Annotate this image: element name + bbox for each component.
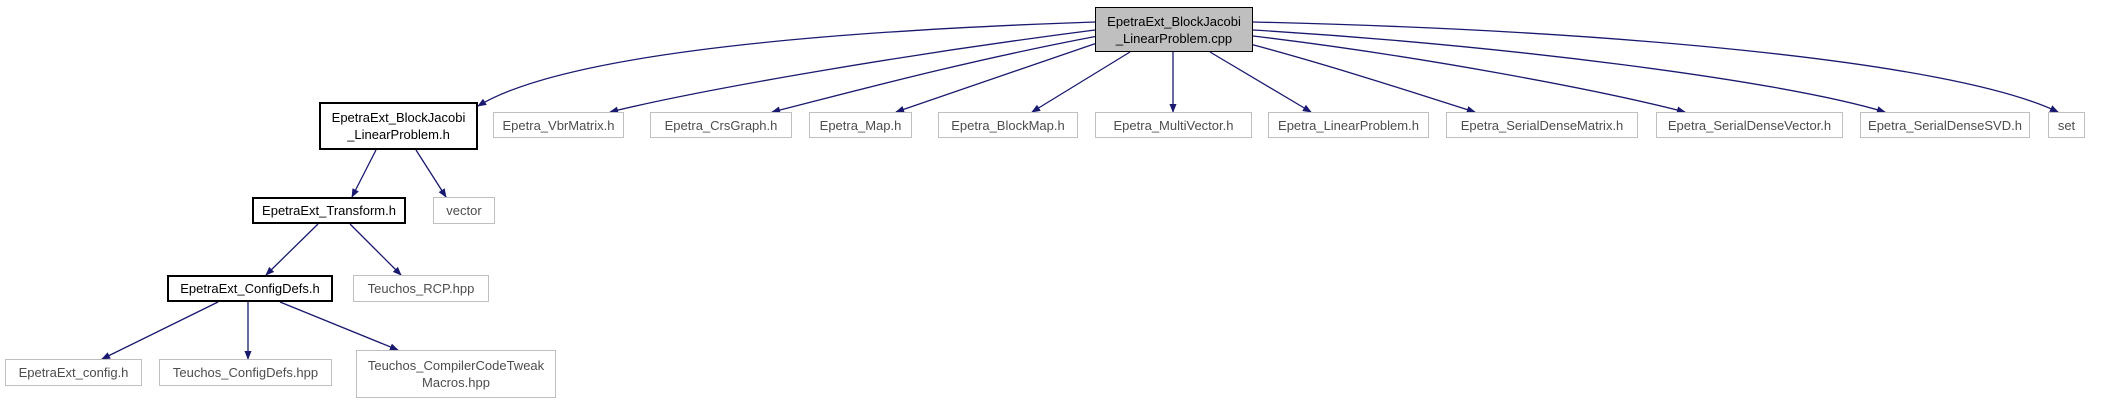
node-vbrmatrix-label: Epetra_VbrMatrix.h — [502, 117, 615, 133]
node-root-line1: EpetraExt_BlockJacobi — [1107, 13, 1241, 29]
node-linearproblem[interactable]: Epetra_LinearProblem.h — [1268, 112, 1429, 138]
edge-configdefs-to-config-h — [101, 301, 219, 360]
node-serialdensevector[interactable]: Epetra_SerialDenseVector.h — [1656, 112, 1843, 138]
node-crsgraph[interactable]: Epetra_CrsGraph.h — [650, 112, 792, 138]
edge-blockjacobi-to-vector — [415, 149, 447, 198]
node-teuchos-compilercodetweak[interactable]: Teuchos_CompilerCodeTweak Macros.hpp — [356, 350, 556, 398]
edge-root-to-map — [895, 41, 1101, 113]
node-vector[interactable]: vector — [433, 197, 495, 224]
node-epetraext-config[interactable]: EpetraExt_config.h — [5, 359, 142, 386]
edge-root-to-set — [1252, 21, 2059, 113]
node-serialdensematrix-label: Epetra_SerialDenseMatrix.h — [1460, 117, 1624, 133]
node-blockjacobi-header-line1: EpetraExt_BlockJacobi — [331, 110, 466, 125]
node-blockjacobi-header-line2: _LinearProblem.h — [347, 127, 450, 142]
node-set-label: set — [2057, 117, 2076, 133]
node-serialdensesvd-label: Epetra_SerialDenseSVD.h — [1868, 117, 2022, 133]
node-multivector-label: Epetra_MultiVector.h — [1113, 117, 1234, 133]
node-multivector[interactable]: Epetra_MultiVector.h — [1095, 112, 1252, 138]
node-crsgraph-label: Epetra_CrsGraph.h — [664, 117, 778, 133]
edge-root-to-crsgraph — [771, 35, 1099, 114]
node-map-label: Epetra_Map.h — [819, 117, 902, 133]
node-transform-header-label: EpetraExt_Transform.h — [262, 203, 396, 218]
node-set[interactable]: set — [2048, 112, 2085, 138]
edge-blockjacobi-to-transform — [351, 149, 377, 198]
node-blockmap-label: Epetra_BlockMap.h — [951, 117, 1065, 133]
node-teuchos-rcp[interactable]: Teuchos_RCP.hpp — [353, 275, 489, 302]
node-map[interactable]: Epetra_Map.h — [809, 112, 912, 138]
node-teuchos-configdefs[interactable]: Teuchos_ConfigDefs.hpp — [159, 359, 332, 386]
node-blockmap[interactable]: Epetra_BlockMap.h — [938, 112, 1078, 138]
node-teuchos-configdefs-label: Teuchos_ConfigDefs.hpp — [172, 365, 319, 380]
edge-root-to-serialdensematrix — [1249, 43, 1476, 114]
edge-transform-to-rcp — [349, 223, 402, 276]
edge-root-to-serialdensesvd — [1252, 29, 1886, 114]
edge-root-to-serialdensevector — [1252, 35, 1686, 114]
node-teuchos-compilercodetweak-line2: Macros.hpp — [422, 375, 490, 390]
node-root-cpp: EpetraExt_BlockJacobi _LinearProblem.cpp — [1095, 7, 1253, 52]
edge-root-to-linearproblem — [1209, 51, 1312, 113]
node-epetraext-config-label: EpetraExt_config.h — [18, 365, 129, 380]
node-serialdensevector-label: Epetra_SerialDenseVector.h — [1667, 117, 1832, 133]
node-teuchos-compilercodetweak-line1: Teuchos_CompilerCodeTweak — [367, 358, 545, 373]
node-configdefs-header-label: EpetraExt_ConfigDefs.h — [180, 281, 320, 296]
edge-configdefs-to-compilertweak — [279, 301, 399, 351]
node-configdefs-header[interactable]: EpetraExt_ConfigDefs.h — [167, 275, 333, 302]
node-serialdensesvd[interactable]: Epetra_SerialDenseSVD.h — [1860, 112, 2030, 138]
node-root-line2: _LinearProblem.cpp — [1115, 30, 1233, 46]
edge-root-to-blockjacobi-header — [477, 21, 1096, 107]
edge-transform-to-configdefs — [265, 223, 319, 276]
node-transform-header[interactable]: EpetraExt_Transform.h — [252, 197, 406, 224]
edge-root-to-blockmap — [1031, 51, 1131, 113]
node-teuchos-rcp-label: Teuchos_RCP.hpp — [367, 281, 475, 296]
node-serialdensematrix[interactable]: Epetra_SerialDenseMatrix.h — [1446, 112, 1638, 138]
edge-root-to-vbrmatrix — [609, 29, 1096, 114]
node-blockjacobi-header[interactable]: EpetraExt_BlockJacobi _LinearProblem.h — [319, 102, 478, 150]
node-vector-label: vector — [446, 203, 482, 218]
node-linearproblem-label: Epetra_LinearProblem.h — [1278, 117, 1419, 133]
node-vbrmatrix[interactable]: Epetra_VbrMatrix.h — [493, 112, 624, 138]
